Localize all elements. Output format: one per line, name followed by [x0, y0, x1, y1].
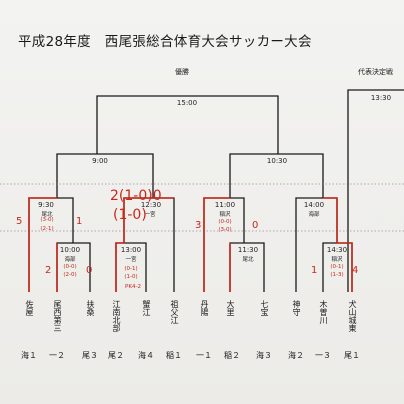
team-name: 江南北部 [112, 300, 121, 332]
team-name: 蟹江 [142, 300, 151, 316]
team-name: 犬山城東 [348, 300, 357, 332]
team-seed-tag: 尾１ [344, 351, 360, 360]
score-r1a-right: 1 [76, 216, 83, 227]
team-name: 大里 [226, 300, 235, 316]
time-r1-a: 9:30 [38, 201, 54, 209]
venue-r1-b: 一宮 [144, 212, 156, 218]
score-r2a-half1: (0-0) [63, 264, 77, 270]
team-name: 丹陽 [200, 300, 209, 316]
sf-left-bracket [56, 153, 154, 198]
team-name: 木曽川 [319, 300, 328, 324]
time-r1-c: 11:00 [214, 201, 236, 209]
score-r2a-right: 0 [86, 265, 93, 276]
team-seed-tag: 尾３ [82, 351, 98, 360]
team-name: 佐屋 [25, 300, 34, 316]
score-r1c-half1: (0-0) [218, 219, 232, 225]
team-seed-tag: 一３ [315, 351, 331, 360]
red-r1c-winner [203, 197, 230, 292]
venue-r1-d: 海部 [308, 212, 320, 218]
team-seed-tag: 稲２ [224, 351, 240, 360]
team-seed-tag: 稲１ [166, 351, 182, 360]
score-r2b-half2: (1-0) [124, 274, 138, 280]
final-bracket [96, 95, 279, 154]
team-seed-tag: 一１ [196, 351, 212, 360]
team-name: 祖父江 [170, 300, 179, 324]
score-r1c-half2: (3-0) [218, 227, 232, 233]
team-seed-tag: 一２ [49, 351, 65, 360]
time-rep: 13:30 [370, 94, 392, 102]
score-r1a-half1: (3-0) [40, 217, 54, 223]
team-seed-tag: 海２ [288, 351, 304, 360]
score-r1a-left: 5 [16, 216, 23, 227]
score-big-line2: (1-0) [113, 207, 147, 223]
score-r2a-half2: (2-0) [63, 272, 77, 278]
venue-r2-a: 海部 [64, 257, 76, 263]
time-r2-c: 11:30 [237, 246, 259, 254]
time-r2-a: 10:00 [59, 246, 81, 254]
time-r2-d: 14:30 [326, 246, 348, 254]
team-seed-tag: 海３ [256, 351, 272, 360]
team-name: 尾西第三 [53, 300, 62, 332]
rep-decision-label: 代表決定戦 [358, 68, 393, 76]
time-final: 15:00 [176, 99, 198, 107]
red-winner-lines [28, 197, 353, 292]
red-r1a-winner [28, 197, 57, 292]
time-sf-right: 10:30 [266, 157, 288, 165]
venue-r2-d: 稲沢 [331, 257, 343, 263]
score-r2d-half1: (0-1) [330, 264, 344, 270]
team-name: 七宝 [260, 300, 269, 316]
team-seed-tag: 海４ [138, 351, 154, 360]
red-r2d-winner [323, 197, 353, 292]
team-seed-tag: 尾２ [108, 351, 124, 360]
team-name: 神守 [292, 300, 301, 316]
score-r2d-half2: (1-3) [330, 272, 344, 278]
score-r2d-left: 1 [311, 265, 318, 276]
score-big-line1: 2(1-0)0 [110, 188, 162, 204]
rep-bracket [347, 89, 404, 292]
team-name: 扶桑 [86, 300, 95, 316]
black-bracket [28, 89, 404, 292]
time-r1-b: 12:30 [140, 201, 162, 209]
final-label: 優勝 [175, 68, 189, 76]
venue-r1-c: 稲沢 [219, 212, 231, 218]
score-r1c-left: 3 [195, 220, 202, 231]
red-r2b-winner [115, 197, 174, 292]
score-r2d-right: 4 [352, 265, 359, 276]
venue-r2-c: 尾北 [242, 257, 254, 263]
score-r2a-left: 2 [45, 265, 52, 276]
team-seed-tag: 海１ [21, 351, 37, 360]
page-title: 平成28年度 西尾張総合体育大会サッカー大会 [18, 34, 312, 50]
time-r1-d: 14:00 [303, 201, 325, 209]
time-sf-left: 9:00 [92, 157, 108, 165]
venue-r1-a: 尾北 [41, 212, 53, 218]
time-r2-b: 13:00 [120, 246, 142, 254]
dotted-guides [0, 183, 404, 232]
sf-right-bracket [229, 153, 324, 198]
venue-r2-b: 一宮 [125, 257, 137, 263]
score-r2b-half1: (0-1) [124, 266, 138, 272]
score-r1c-right: 0 [252, 220, 259, 231]
score-r2b-pk: PK4-2 [125, 284, 141, 290]
score-r1a-half2: (2-1) [40, 226, 54, 232]
